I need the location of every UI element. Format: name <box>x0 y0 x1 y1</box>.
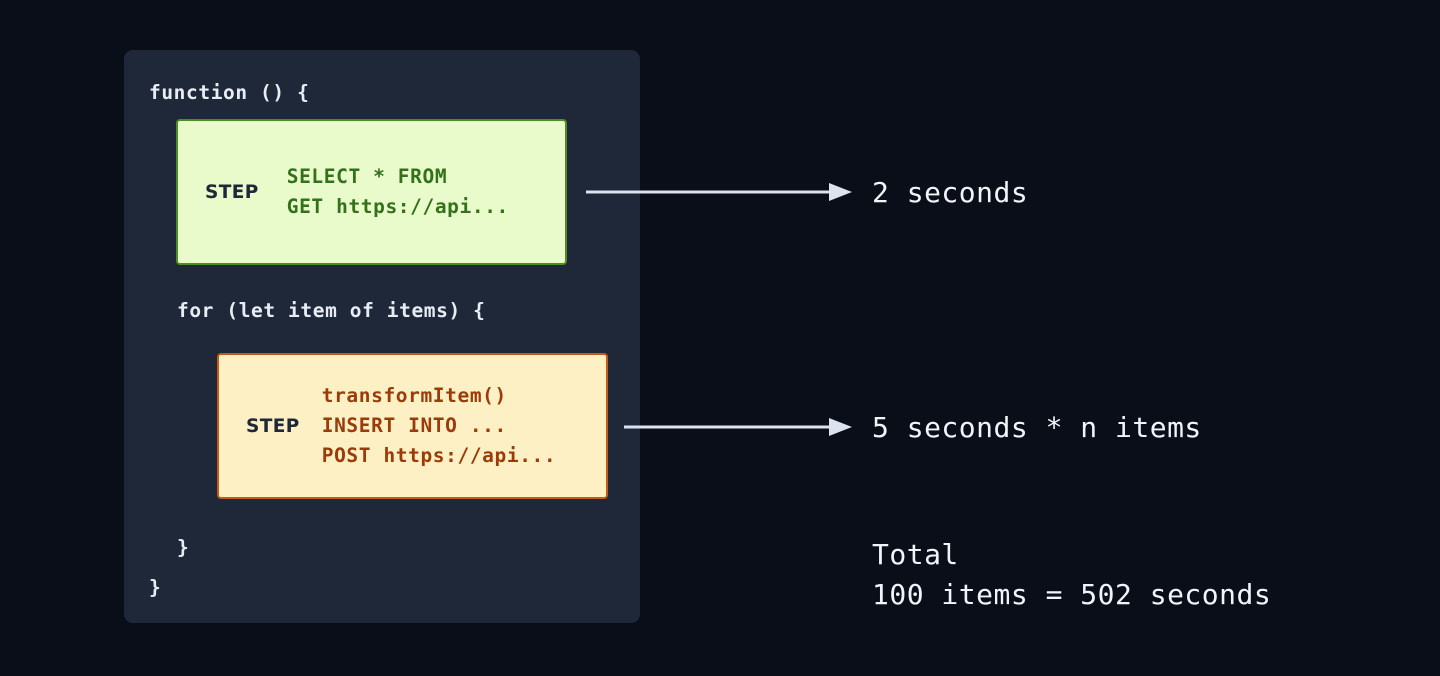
step-tag-label: STEP <box>205 181 259 203</box>
code-panel: function () { STEP SELECT * FROM GET htt… <box>124 50 640 623</box>
step-box-query[interactable]: STEP SELECT * FROM GET https://api... <box>176 119 567 265</box>
step-box-transform[interactable]: STEP transformItem() INSERT INTO ... POS… <box>217 353 608 499</box>
arrow-right-icon-step-2 <box>624 418 852 436</box>
arrow-right-icon-step-1 <box>586 183 852 201</box>
step-code-block: SELECT * FROM GET https://api... <box>286 165 509 218</box>
total-summary: Total 100 items = 502 seconds <box>872 535 1271 615</box>
total-result: 100 items = 502 seconds <box>872 578 1272 611</box>
timing-label-step-2: 5 seconds * n items <box>872 411 1202 444</box>
timing-label-step-1: 2 seconds <box>872 176 1029 209</box>
code-line-loop-open: for (let item of items) { <box>177 299 486 322</box>
code-line-function-close: } <box>149 576 162 599</box>
step-code-block: transformItem() INSERT INTO ... POST htt… <box>321 384 557 467</box>
total-heading: Total <box>872 538 959 571</box>
code-line-loop-close: } <box>177 536 190 559</box>
step-tag-label: STEP <box>246 415 300 437</box>
code-line-function-open: function () { <box>149 81 310 104</box>
